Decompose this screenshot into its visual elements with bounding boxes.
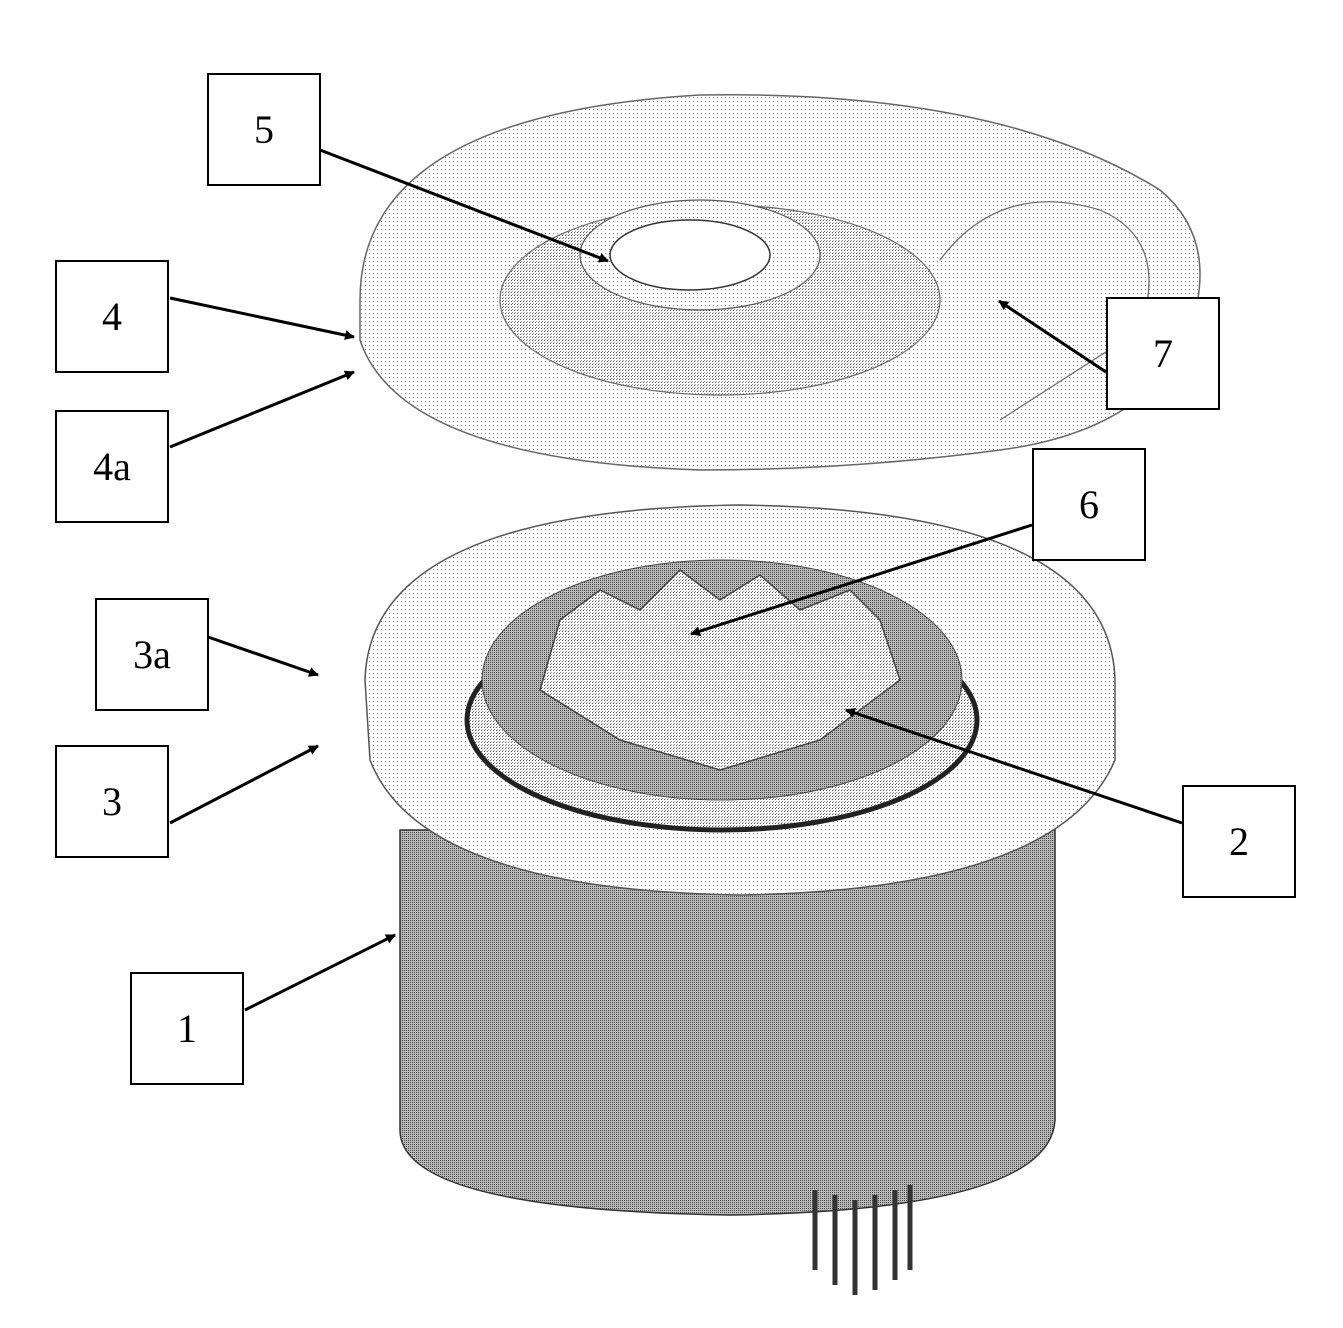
arrow-6 (690, 523, 1033, 637)
label-5: 5 (207, 73, 321, 186)
cover-part-4 (359, 94, 1201, 471)
arrow-7 (998, 299, 1107, 374)
label-6: 6 (1032, 448, 1146, 561)
label-4a: 4a (55, 410, 169, 523)
label-7: 7 (1106, 297, 1220, 410)
impeller-part-6 (481, 559, 963, 801)
arrow-3 (169, 744, 319, 825)
label-1: 1 (130, 972, 244, 1085)
label-2: 2 (1182, 785, 1296, 898)
arrow-4a (169, 370, 355, 449)
volute-housing-part-3 (364, 504, 1116, 896)
label-3a: 3a (95, 598, 209, 711)
motor-housing-part-1 (399, 829, 1056, 1295)
arrow-3a (207, 635, 319, 677)
arrow-4 (169, 296, 355, 341)
connector-pins (812, 1185, 913, 1295)
arrow-2 (845, 708, 1183, 825)
arrow-1 (244, 933, 396, 1012)
label-3: 3 (55, 745, 169, 858)
label-4: 4 (55, 260, 169, 373)
arrow-5 (319, 148, 609, 263)
leader-arrows (169, 148, 1183, 1012)
